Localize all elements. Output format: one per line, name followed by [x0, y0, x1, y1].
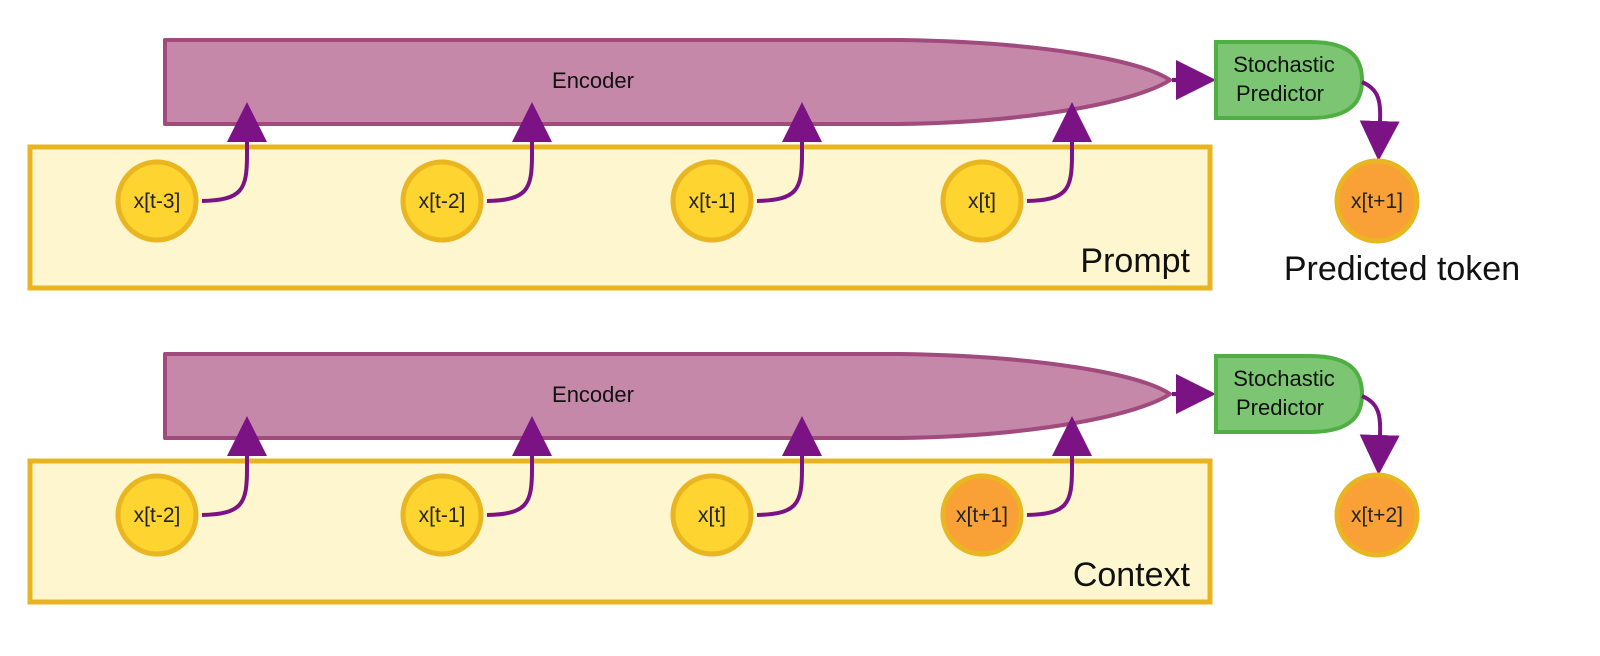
predictor-label-line1: Stochastic — [1233, 52, 1335, 77]
encoder-label: Encoder — [552, 68, 634, 93]
token-circle — [400, 159, 484, 243]
predictor-to-output-arrow — [1359, 80, 1400, 161]
token-to-encoder-arrow — [1026, 102, 1092, 203]
predictor-label-line2: Predictor — [1236, 81, 1324, 106]
token-to-encoder-arrow — [201, 416, 267, 517]
token-label: x[t] — [968, 190, 996, 213]
input-box — [27, 458, 1213, 605]
token-circle — [940, 159, 1024, 243]
token-circle — [115, 473, 199, 557]
token-to-encoder-arrow — [201, 102, 267, 203]
token-label: x[t-2] — [419, 190, 466, 213]
input-box-label: Context — [1073, 556, 1191, 594]
encoder-shape — [163, 38, 1172, 126]
encoder-label: Encoder — [552, 382, 634, 407]
token-to-encoder-arrow — [486, 102, 552, 203]
output-token-circle — [1334, 158, 1420, 244]
token-label: x[t+1] — [956, 504, 1008, 527]
input-box — [27, 144, 1213, 291]
encoder-shape — [163, 352, 1172, 440]
token-circle — [115, 159, 199, 243]
token-label: x[t-1] — [419, 504, 466, 527]
output-token-label: x[t+2] — [1351, 504, 1403, 527]
stochastic-predictor-shape — [1214, 354, 1365, 434]
token-to-encoder-arrow — [756, 102, 822, 203]
predictor-label-line1: Stochastic — [1233, 366, 1335, 391]
predictor-label-line2: Predictor — [1236, 395, 1324, 420]
token-circle — [670, 473, 754, 557]
token-label: x[t] — [698, 504, 726, 527]
token-to-encoder-arrow — [486, 416, 552, 517]
token-label: x[t-2] — [134, 504, 181, 527]
stochastic-predictor-shape — [1214, 40, 1365, 120]
token-circle — [670, 159, 754, 243]
output-caption: Predicted token — [1284, 250, 1520, 288]
output-token-label: x[t+1] — [1351, 190, 1403, 213]
token-circle — [400, 473, 484, 557]
predictor-to-output-arrow — [1359, 394, 1400, 475]
token-to-encoder-arrow — [1026, 416, 1092, 517]
token-circle — [940, 473, 1024, 557]
token-label: x[t-3] — [134, 190, 181, 213]
token-label: x[t-1] — [689, 190, 736, 213]
input-box-label: Prompt — [1080, 242, 1190, 280]
token-to-encoder-arrow — [756, 416, 822, 517]
output-token-circle — [1334, 472, 1420, 558]
